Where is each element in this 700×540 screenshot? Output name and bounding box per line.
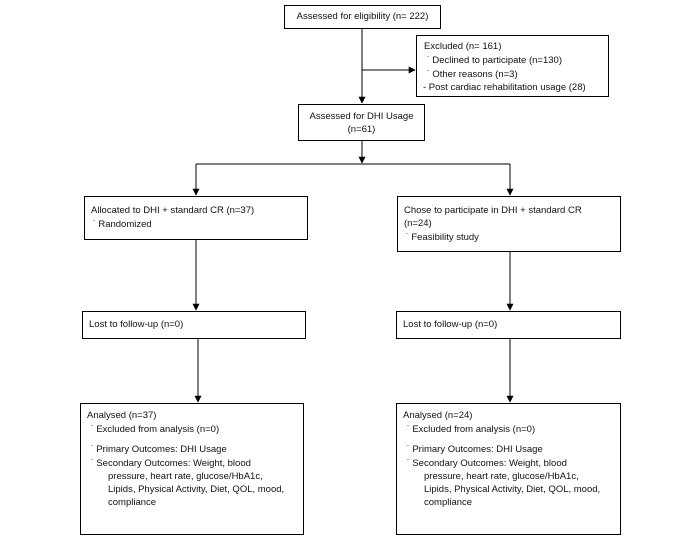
- left-followup-box: Lost to follow-up (n=0): [82, 311, 306, 339]
- left-analysed-secondary-line2: pressure, heart rate, glucose/HbA1c,: [108, 471, 263, 482]
- right-analysed-secondary-line2: pressure, heart rate, glucose/HbA1c,: [424, 471, 579, 482]
- right-allocation-item: ¨Feasibility study: [406, 232, 479, 243]
- right-analysed-secondary: ¨Secondary Outcomes: Weight, blood: [407, 458, 567, 469]
- left-allocation-title: Allocated to DHI + standard CR (n=37): [91, 205, 255, 216]
- left-allocation-box: Allocated to DHI + standard CR (n=37) ¨R…: [84, 196, 308, 240]
- excluded-item-other: ¨Other reasons (n=3): [427, 69, 518, 80]
- left-followup-text: Lost to follow-up (n=0): [89, 319, 184, 330]
- excluded-title: Excluded (n= 161): [424, 41, 502, 52]
- right-analysed-box: Analysed (n=24) ¨Excluded from analysis …: [396, 403, 621, 535]
- excluded-item-declined: ¨Declined to participate (n=130): [427, 55, 562, 66]
- dhi-usage-count: (n=61): [347, 124, 376, 135]
- eligibility-box: Assessed for eligibility (n= 222): [284, 5, 441, 29]
- right-followup-box: Lost to follow-up (n=0): [396, 311, 621, 339]
- right-allocation-box: Chose to participate in DHI + standard C…: [397, 196, 621, 252]
- left-analysed-title: Analysed (n=37): [87, 410, 157, 421]
- right-analysed-secondary-line3: Lipids, Physical Activity, Diet, QOL, mo…: [424, 484, 601, 495]
- left-analysed-secondary-line4: compliance: [108, 497, 157, 508]
- left-analysed-secondary-line3: Lipids, Physical Activity, Diet, QOL, mo…: [108, 484, 285, 495]
- excluded-extra: - Post cardiac rehabilitation usage (28): [423, 82, 586, 93]
- excluded-box: Excluded (n= 161) ¨Declined to participa…: [416, 35, 609, 97]
- right-followup-text: Lost to follow-up (n=0): [403, 319, 498, 330]
- right-allocation-title: Chose to participate in DHI + standard C…: [404, 205, 582, 216]
- dhi-usage-box: Assessed for DHI Usage (n=61): [298, 104, 425, 141]
- right-allocation-count: (n=24): [404, 218, 432, 229]
- dhi-usage-title: Assessed for DHI Usage: [309, 111, 414, 122]
- right-analysed-excluded: ¨Excluded from analysis (n=0): [407, 424, 536, 435]
- right-analysed-secondary-line4: compliance: [424, 497, 473, 508]
- eligibility-text: Assessed for eligibility (n= 222): [296, 11, 429, 22]
- left-allocation-item: ¨Randomized: [93, 219, 152, 230]
- left-analysed-primary: ¨Primary Outcomes: DHI Usage: [91, 444, 227, 455]
- right-analysed-title: Analysed (n=24): [403, 410, 473, 421]
- left-analysed-box: Analysed (n=37) ¨Excluded from analysis …: [80, 403, 304, 535]
- right-analysed-primary: ¨Primary Outcomes: DHI Usage: [407, 444, 543, 455]
- left-analysed-excluded: ¨Excluded from analysis (n=0): [91, 424, 220, 435]
- left-analysed-secondary: ¨Secondary Outcomes: Weight, blood: [91, 458, 251, 469]
